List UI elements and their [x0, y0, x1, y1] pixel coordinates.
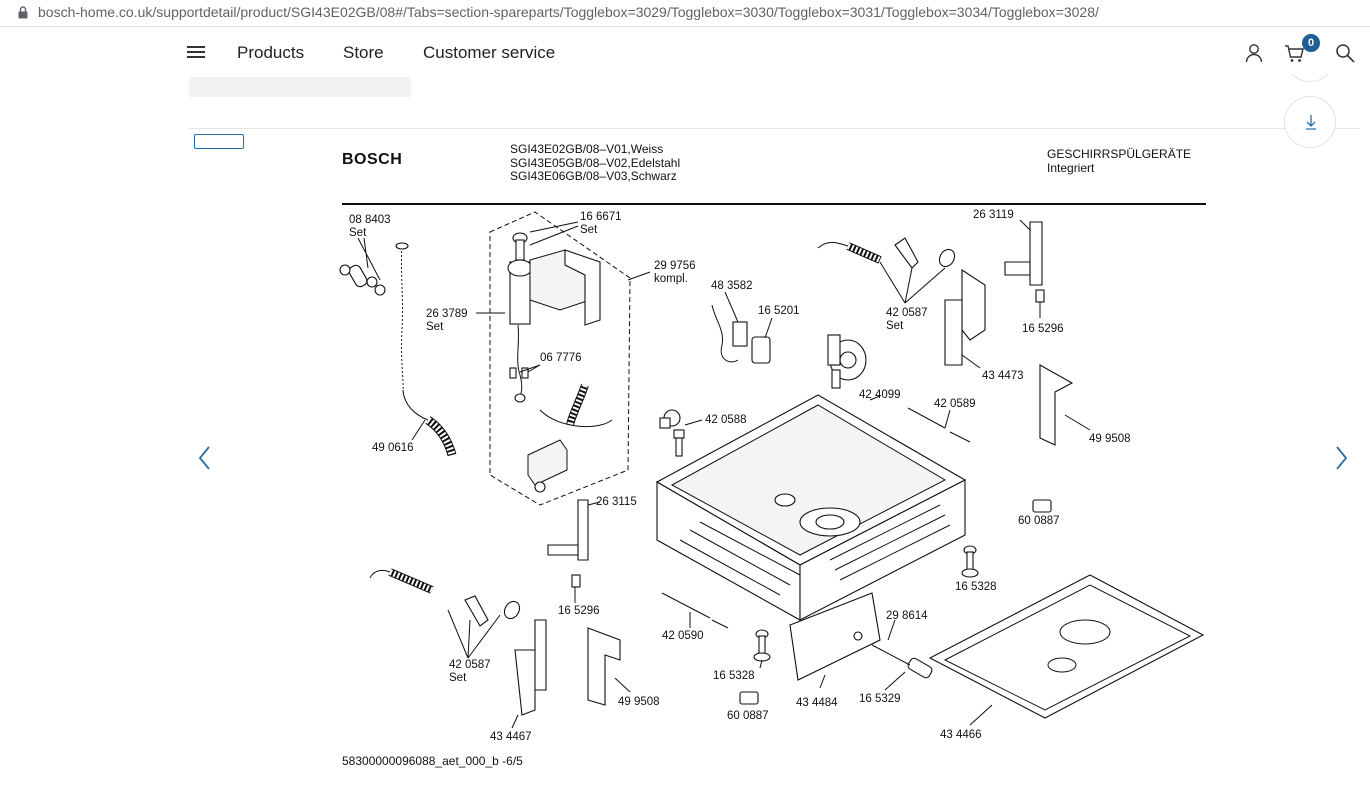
chevron-left-icon[interactable] [195, 443, 215, 473]
nav-products[interactable]: Products [237, 43, 305, 62]
cart-icon[interactable] [1283, 41, 1307, 65]
section-tab-strip[interactable] [189, 77, 411, 97]
category-line: GESCHIRRSPÜLGERÄTE [1047, 147, 1192, 161]
download-button[interactable] [1284, 96, 1336, 148]
nav-customer-service[interactable]: Customer service [423, 43, 556, 62]
spare-parts-diagram-sheet [330, 135, 1220, 775]
download-icon [1306, 115, 1316, 130]
category-line: Integriert [1047, 160, 1095, 175]
drawing-code: 58300000096088_aet_000_b -6/5 [342, 754, 523, 768]
model-line: SGI43E05GB/08–V02,Edelstahl [510, 155, 681, 170]
url-text[interactable]: bosch-home.co.uk/supportdetail/product/S… [38, 4, 1099, 20]
cart-count-badge: 0 [1302, 34, 1320, 52]
nav-store[interactable]: Store [343, 43, 384, 62]
chevron-right-icon[interactable] [1332, 443, 1352, 473]
model-line: SGI43E06GB/08–V03,Schwarz [510, 169, 677, 183]
sheet-header-rule [342, 203, 1206, 205]
site-header: Products Store Customer service [0, 28, 1370, 78]
divider [189, 128, 1359, 129]
lock-icon [18, 6, 28, 19]
model-list: SGI43E02GB/08–V01,Weiss SGI43E05GB/08–V0… [510, 142, 681, 184]
browser-url-bar[interactable]: bosch-home.co.uk/supportdetail/product/S… [0, 0, 1370, 27]
model-line: SGI43E02GB/08–V01,Weiss [510, 142, 664, 156]
outline-button[interactable] [194, 134, 244, 149]
user-icon[interactable] [1242, 41, 1266, 65]
brand-logo: BOSCH [342, 151, 403, 168]
hamburger-menu-icon[interactable] [187, 46, 205, 60]
appliance-category: GESCHIRRSPÜLGERÄTE Integriert [1047, 147, 1192, 175]
search-icon[interactable] [1333, 41, 1357, 65]
